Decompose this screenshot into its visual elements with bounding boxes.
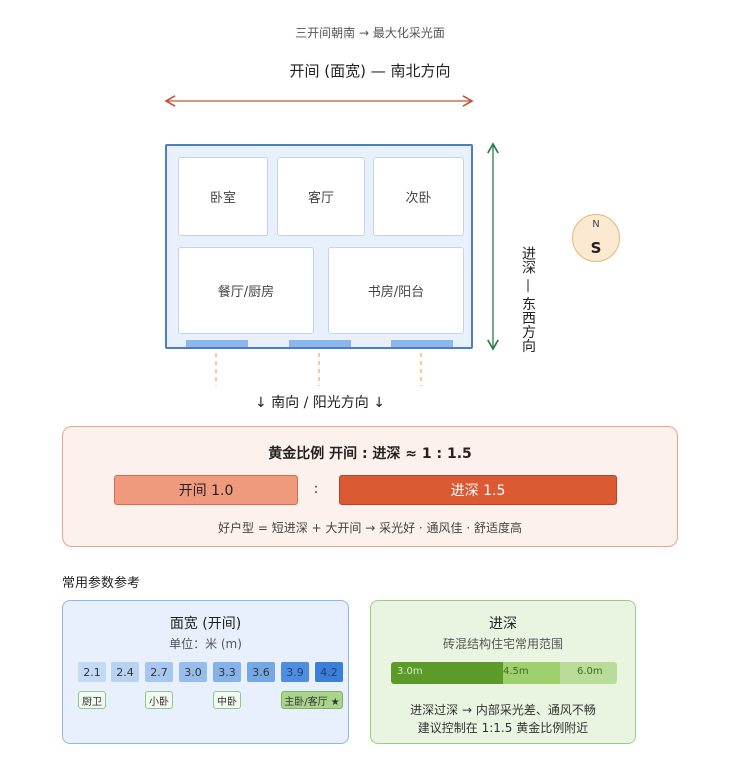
ratio-title: 黄金比例 开间 : 进深 ≈ 1 : 1.5: [268, 446, 472, 462]
width-usage-tag: 中卧: [213, 691, 241, 709]
width-panel-unit: 单位：米 (m): [169, 637, 242, 651]
width-value-chip: 3.0: [179, 662, 207, 682]
depth-range-segment: [391, 662, 503, 684]
diagram-title: 开间 (面宽) — 南北方向: [289, 62, 451, 80]
depth-range-segment: [560, 662, 617, 684]
ratio-colon: :: [313, 481, 319, 497]
ratio-open-bar: 开间 1.0: [114, 475, 298, 505]
south-window: [391, 340, 453, 347]
ratio-depth-bar: 进深 1.5: [339, 475, 617, 505]
sun-direction-label: ↓ 南向 / 阳光方向 ↓: [255, 395, 385, 411]
depth-panel-title: 进深: [489, 616, 517, 632]
width-usage-tag: 主卧/客厅 ★: [281, 691, 343, 709]
section-title: 常用参数参考: [62, 576, 141, 591]
width-value-chip: 2.4: [111, 662, 139, 682]
house-floor-plan: 卧室 客厅 次卧 餐厅/厨房 书房/阳台: [165, 144, 473, 349]
depth-note-2: 建议控制在 1:1.5 黄金比例附近: [417, 721, 589, 735]
width-panel-title: 面宽 (开间): [169, 616, 242, 632]
south-window: [186, 340, 248, 347]
room-label: 餐厅/厨房: [217, 285, 275, 300]
room-study-balcony: 书房/阳台: [328, 247, 464, 334]
ratio-depth-label: 进深 1.5: [450, 483, 506, 499]
width-parameters-panel: 面宽 (开间) 单位：米 (m) 2.1 2.4 2.7 3.0 3.3 3.6…: [62, 600, 349, 744]
room-label: 卧室: [209, 191, 236, 206]
room-living: 客厅: [277, 157, 365, 236]
depth-note-1: 进深过深 → 内部采光差、通风不畅: [410, 703, 596, 717]
diagram-subtitle: 三开间朝南 → 最大化采光面: [295, 26, 445, 40]
golden-ratio-panel: 黄金比例 开间 : 进深 ≈ 1 : 1.5 开间 1.0 : 进深 1.5 好…: [62, 426, 678, 547]
south-window: [289, 340, 351, 347]
room-label: 客厅: [307, 191, 334, 206]
depth-range-label: 6.0m: [577, 666, 603, 677]
compass-south: S: [590, 239, 602, 257]
room-label: 次卧: [405, 191, 432, 206]
compass: N S: [572, 214, 620, 262]
room-label: 书房/阳台: [367, 285, 425, 300]
width-value-chip: 3.6: [247, 662, 275, 682]
width-value-chip: 2.1: [78, 662, 106, 682]
ratio-note: 好户型 = 短进深 + 大开间 → 采光好 · 通风佳 · 舒适度高: [218, 521, 522, 535]
depth-panel-subtitle: 砖混结构住宅常用范围: [442, 637, 563, 651]
width-usage-tag: 小卧: [145, 691, 173, 709]
width-value-chip: 2.7: [145, 662, 173, 682]
room-bedroom: 卧室: [178, 157, 268, 236]
width-value-chip: 3.3: [213, 662, 241, 682]
depth-range-label: 3.0m: [397, 666, 423, 677]
width-value-chip: 3.9: [281, 662, 309, 682]
depth-parameters-panel: 进深 砖混结构住宅常用范围 3.0m 4.5m 6.0m 进深过深 → 内部采光…: [370, 600, 636, 744]
compass-north: N: [592, 219, 600, 230]
ratio-open-label: 开间 1.0: [178, 483, 234, 499]
room-second-bedroom: 次卧: [373, 157, 464, 236]
room-dining-kitchen: 餐厅/厨房: [178, 247, 314, 334]
depth-range-bar: 3.0m 4.5m 6.0m: [391, 662, 617, 684]
width-usage-tag: 厨卫: [78, 691, 106, 709]
depth-range-label: 4.5m: [503, 666, 529, 677]
depth-direction-label: 进深 — 东西方向: [520, 246, 536, 353]
width-value-chip: 4.2: [315, 662, 343, 682]
depth-range-segment: [503, 662, 560, 684]
